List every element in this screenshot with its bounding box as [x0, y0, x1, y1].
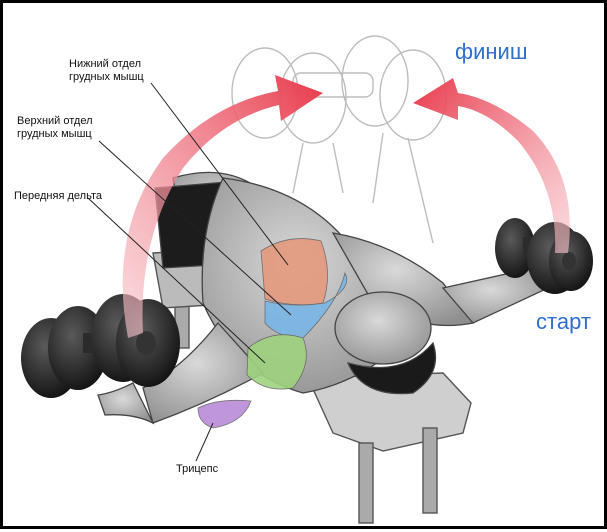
arrow-left-icon	[122, 75, 324, 338]
front-delt-muscle	[246, 334, 307, 390]
triceps-muscle	[197, 399, 252, 429]
label-front-delt: Передняя дельта	[14, 190, 102, 202]
label-triceps: Трицепс	[176, 463, 219, 475]
label-finish: финиш	[455, 39, 528, 64]
label-start: старт	[536, 309, 591, 334]
bench-press-illustration	[21, 35, 593, 524]
muscle-highlights	[197, 238, 348, 429]
lower-chest-muscle	[260, 238, 328, 306]
athlete-body	[97, 171, 550, 425]
label-lower-chest: Нижний отдел грудных мышц	[69, 58, 144, 83]
arrow-right-icon	[413, 78, 570, 253]
dumbbell-left	[21, 294, 180, 398]
leader-lines	[87, 82, 292, 462]
label-upper-chest: Верхний отдел грудных мышц	[17, 115, 93, 140]
motion-arrows	[122, 75, 570, 338]
